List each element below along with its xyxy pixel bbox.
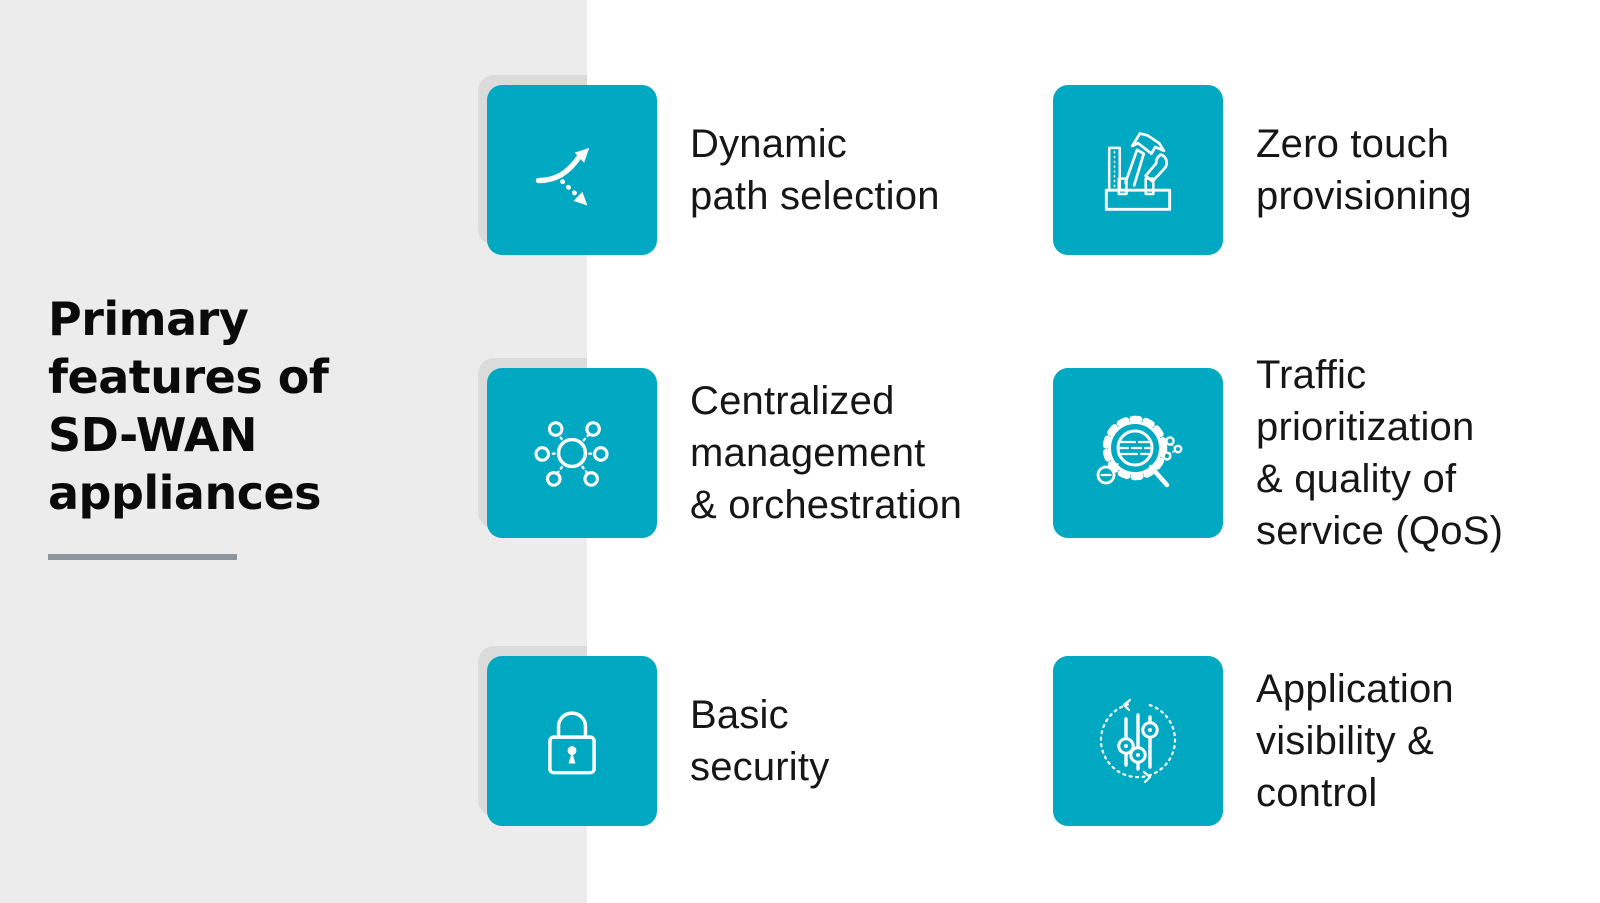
- feature-label: Basic security: [690, 693, 830, 789]
- tile-zero-touch-provisioning: [1053, 85, 1223, 255]
- hub-network-icon: [534, 421, 609, 487]
- feature-label: Zero touch provisioning: [1256, 122, 1472, 218]
- feature-label: Centralized management & orchestration: [690, 379, 963, 527]
- feature-label: Traffic prioritization & quality of serv…: [1256, 353, 1504, 553]
- feature-basic-security: Basic security: [487, 656, 829, 826]
- feature-dynamic-path-selection: Dynamic path selection: [487, 85, 940, 255]
- tile-dynamic-path-selection: [487, 85, 657, 255]
- tile-traffic-prioritization: [1053, 368, 1223, 538]
- feature-application-visibility: Application visibility & control: [1053, 656, 1454, 826]
- padlock-icon: [548, 711, 596, 775]
- title-underline: [48, 554, 237, 560]
- dynamic-path-icon: [535, 147, 590, 206]
- sliders-icon: [1099, 698, 1177, 784]
- tile-application-visibility: [1053, 656, 1223, 826]
- tile-centralized-management: [487, 368, 657, 538]
- feature-traffic-prioritization: Traffic prioritization & quality of serv…: [1053, 353, 1503, 553]
- feature-label: Dynamic path selection: [690, 122, 940, 218]
- feature-label: Application visibility & control: [1256, 667, 1454, 815]
- feature-zero-touch-provisioning: Zero touch provisioning: [1053, 85, 1472, 255]
- tile-basic-security: [487, 656, 657, 826]
- tools-icon: [1104, 132, 1172, 211]
- feature-centralized-management: Centralized management & orchestration: [487, 368, 962, 538]
- page-title: Primary features of SD-WAN appliances: [48, 292, 329, 520]
- title-block: Primary features of SD-WAN appliances: [48, 290, 468, 522]
- gear-magnifier-icon: [1096, 415, 1183, 488]
